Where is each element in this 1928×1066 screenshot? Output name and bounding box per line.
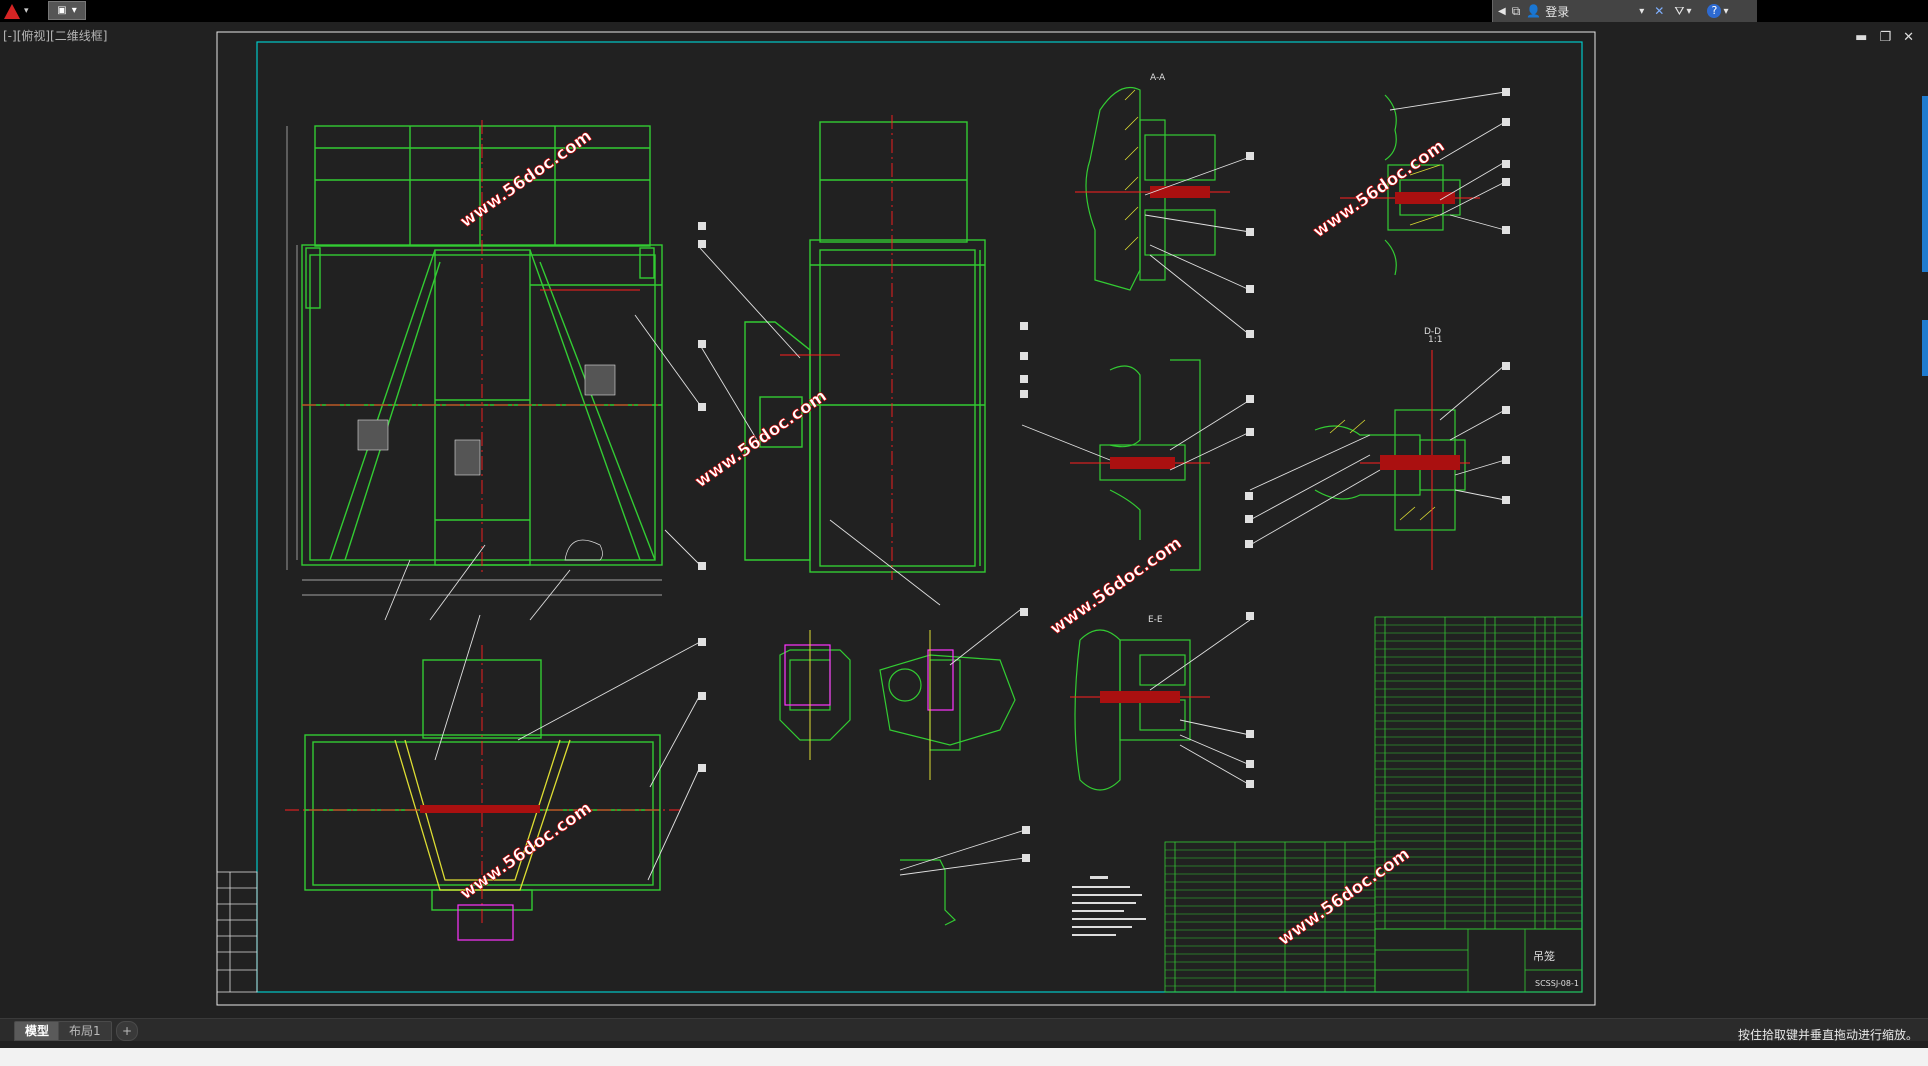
- close-icon[interactable]: ✕: [1903, 30, 1914, 45]
- application-menu-button[interactable]: ▾: [0, 0, 40, 22]
- navigation-bar[interactable]: [1922, 320, 1928, 376]
- layout-tab-bar: 模型 布局1 +: [0, 1018, 1928, 1041]
- minimize-icon[interactable]: ▬: [1855, 30, 1868, 45]
- status-bar: [0, 1048, 1928, 1066]
- plan-view-bracket: [457, 904, 514, 941]
- section-e-e: [1074, 629, 1191, 791]
- section-a-a: [1085, 86, 1216, 291]
- login-button[interactable]: 登录: [1545, 4, 1570, 19]
- technical-notes: [1072, 876, 1146, 936]
- title-block-text: 吊笼 SCSSJ-08-1: [1533, 949, 1579, 988]
- viewport-controls[interactable]: [-][俯视][二维线框]: [3, 29, 108, 43]
- hinge-detail-magenta: [784, 644, 954, 711]
- roller-detail-top-hatch: [1409, 164, 1441, 226]
- command-prompt-message: 按住拾取键并垂直拖动进行缩放。: [1737, 1028, 1918, 1042]
- plan-view-centerlines: [285, 645, 680, 925]
- section-d-d-centerline: [1360, 350, 1470, 570]
- hinge-detail-views: [779, 649, 1016, 926]
- vertical-scrollbar-thumb[interactable]: [1922, 96, 1928, 272]
- tab-layout1[interactable]: 布局1: [58, 1021, 112, 1041]
- watermark-4: www.56doc.com: [1046, 533, 1185, 639]
- tab-model[interactable]: 模型: [14, 1021, 61, 1041]
- restore-icon[interactable]: ❐: [1879, 30, 1892, 45]
- workspace-icon: ▣: [57, 5, 67, 16]
- chevron-down-icon: ▾: [24, 6, 29, 16]
- title-block: [1374, 928, 1583, 993]
- section-label-d-d: D-D: [1424, 327, 1441, 337]
- section-a-a-hatch: [1124, 89, 1139, 251]
- info-center: ◀ ⧉ 👤 登录 ▾ ✕ ⛛ ▾ ? ▾: [1492, 0, 1757, 22]
- chevron-down-icon: ▾: [71, 5, 77, 16]
- watermark-5: www.56doc.com: [456, 798, 595, 904]
- left-revision-strip: [216, 871, 258, 993]
- plan-view-hopper: [394, 739, 571, 891]
- parts-list-table-2-rows: [1165, 849, 1375, 987]
- section-label-a-a: A-A: [1150, 73, 1166, 83]
- chevron-down-icon: ▾: [1723, 5, 1729, 17]
- title-bar: ▾ ▣ ▾ ◀ ⧉ 👤 登录 ▾ ✕ ⛛ ▾ ? ▾: [0, 0, 1928, 22]
- callout-tags: [698, 88, 1510, 862]
- hinge-detail-centerlines: [809, 630, 931, 780]
- parts-list-table: [1374, 616, 1583, 930]
- front-view-centerlines: [302, 120, 662, 575]
- binoculars-icon[interactable]: ⧉: [1511, 3, 1521, 18]
- front-view-hatches: [357, 364, 616, 476]
- title-block-name: 吊笼: [1533, 949, 1555, 963]
- title-block-drawing-no: SCSSJ-08-1: [1535, 979, 1579, 988]
- paper-border: [216, 31, 1596, 1006]
- a360-icon[interactable]: ⛛: [1674, 3, 1685, 18]
- exchange-icon[interactable]: ✕: [1654, 4, 1665, 18]
- parts-list-table-2: [1164, 841, 1376, 993]
- drawing-window-controls: ▬ ❐ ✕: [1855, 30, 1914, 45]
- login-chevron-down-icon[interactable]: ▾: [1639, 5, 1645, 17]
- roller-detail-middle-centerline: [1070, 457, 1210, 469]
- autocad-logo-icon: [4, 3, 20, 19]
- drawing-canvas[interactable]: A-A D-D 1:1 E-E: [0, 0, 1928, 1018]
- roller-detail-top-centerline: [1340, 192, 1480, 204]
- help-icon[interactable]: ?: [1707, 4, 1722, 18]
- section-label-scale: 1:1: [1428, 335, 1442, 345]
- callout-leaders: [384, 91, 1506, 881]
- side-view-centerlines: [780, 115, 893, 580]
- drawing-frame: [256, 41, 1583, 993]
- section-labels: A-A D-D 1:1 E-E: [1148, 73, 1442, 625]
- section-label-e-e: E-E: [1148, 615, 1163, 625]
- chevron-left-icon[interactable]: ◀: [1498, 5, 1506, 17]
- quick-access-toolbar[interactable]: ▣ ▾: [48, 1, 86, 20]
- parts-list-table-rows: [1375, 624, 1582, 922]
- watermark-3: www.56doc.com: [1309, 136, 1448, 242]
- user-icon[interactable]: 👤: [1526, 4, 1542, 18]
- watermark-1: www.56doc.com: [456, 126, 595, 232]
- section-e-e-centerline: [1070, 691, 1210, 703]
- add-layout-button[interactable]: +: [116, 1021, 139, 1041]
- side-view: [744, 121, 986, 573]
- chevron-down-icon: ▾: [1686, 5, 1692, 17]
- front-view-dimensions: [286, 126, 662, 596]
